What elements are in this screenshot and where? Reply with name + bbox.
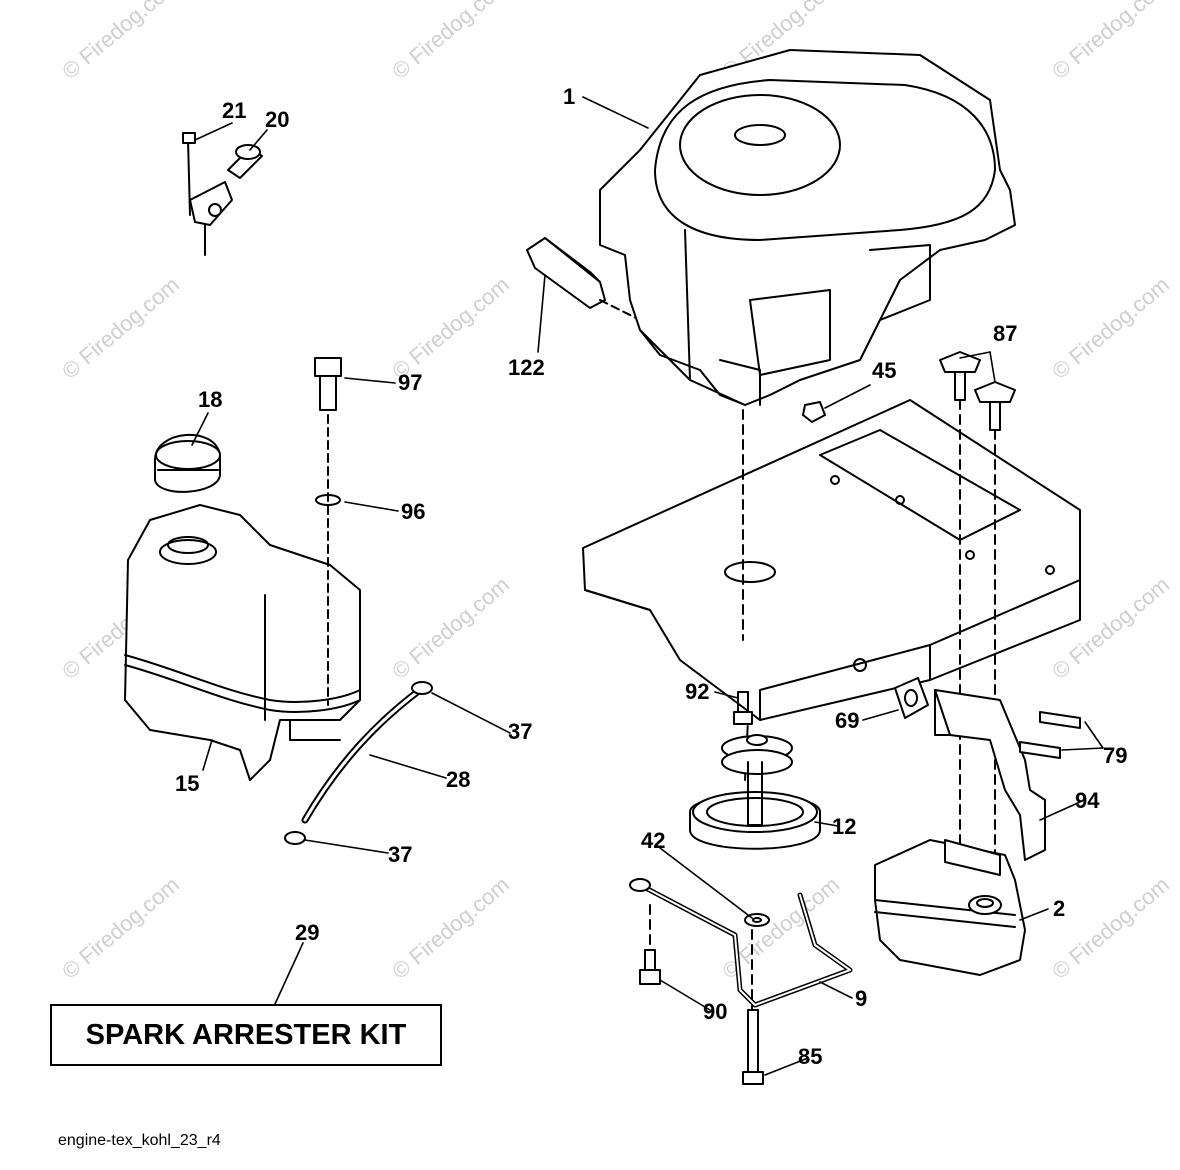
callout-28: 28 <box>446 767 470 792</box>
callout-42: 42 <box>641 828 665 853</box>
bolt-part <box>1019 711 1081 759</box>
chassis-plate-part <box>582 399 1081 721</box>
callout-12: 12 <box>832 814 856 839</box>
bolt-part <box>733 691 753 725</box>
watermark: © Firedog.com <box>57 272 184 384</box>
bolt-part <box>639 949 661 985</box>
callout-79: 79 <box>1103 743 1127 768</box>
callout-96: 96 <box>401 499 425 524</box>
callout-29: 29 <box>295 920 319 945</box>
callout-69: 69 <box>835 708 859 733</box>
fastener-stack-part <box>314 357 342 706</box>
watermark: © Firedog.com <box>57 0 184 84</box>
fuel-line-part <box>284 681 433 845</box>
pulley-part <box>689 734 821 850</box>
watermark: © Firedog.com <box>387 0 514 84</box>
watermark: © Firedog.com <box>57 872 184 984</box>
callout-92: 92 <box>685 679 709 704</box>
watermark: © Firedog.com <box>1047 272 1174 384</box>
fuel-cap-part <box>154 433 221 493</box>
callout-2: 2 <box>1053 896 1065 921</box>
spark-arrester-kit-label: SPARK ARRESTER KIT <box>50 1004 442 1066</box>
callout-90: 90 <box>703 999 727 1024</box>
callout-85: 85 <box>798 1044 822 1069</box>
watermark: © Firedog.com <box>387 272 514 384</box>
muffler-part <box>874 839 1026 976</box>
bolt-part <box>742 1009 764 1085</box>
callout-9: 9 <box>855 986 867 1011</box>
callout-37-lower: 37 <box>388 842 412 867</box>
engine-part <box>599 49 1016 406</box>
nut-part <box>802 401 826 423</box>
callout-15: 15 <box>175 771 199 796</box>
watermark: © Firedog.com <box>387 572 514 684</box>
callout-21: 21 <box>222 98 246 123</box>
gasket-part <box>894 677 929 719</box>
watermark: © Firedog.com <box>1047 872 1174 984</box>
callout-1: 1 <box>563 84 575 109</box>
throttle-control-part <box>182 132 263 256</box>
callout-37-upper: 37 <box>508 719 532 744</box>
callout-18: 18 <box>198 387 222 412</box>
rod-part <box>629 878 853 1008</box>
callout-45: 45 <box>872 358 896 383</box>
knob-part <box>939 351 1016 431</box>
callout-20: 20 <box>265 107 289 132</box>
alignment-lines <box>649 399 996 1011</box>
callout-122: 122 <box>508 355 545 380</box>
diagram-file-label: engine-tex_kohl_23_r4 <box>58 1132 221 1149</box>
fuel-tank-part <box>124 504 361 781</box>
leader-lines <box>191 96 1104 1076</box>
callout-97: 97 <box>398 370 422 395</box>
watermark: © Firedog.com <box>387 872 514 984</box>
callout-87: 87 <box>993 321 1017 346</box>
watermark: © Firedog.com <box>1047 0 1174 84</box>
callout-layer: 1 2 9 12 15 18 20 21 28 29 37 37 42 45 6… <box>175 84 1127 1069</box>
callout-94: 94 <box>1075 788 1100 813</box>
foam-block-part <box>526 237 641 321</box>
exhaust-pipe-part <box>934 689 1046 861</box>
